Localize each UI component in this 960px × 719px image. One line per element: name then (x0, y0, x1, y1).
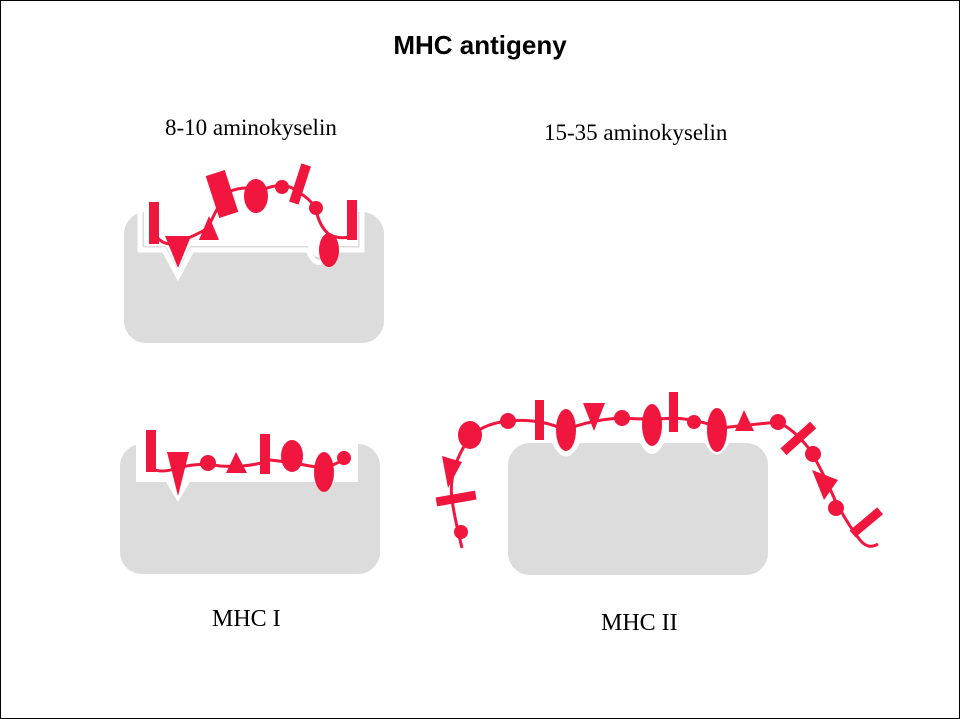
residue-down-triangle (165, 236, 191, 268)
residue-bead (337, 451, 351, 465)
residue-ellipse (707, 408, 727, 452)
residue-triangle (199, 216, 219, 240)
mhc-ii-group (435, 392, 884, 575)
residue-bar (669, 392, 678, 432)
peptide-length-label-mhc-i: 8-10 aminokyselin (165, 115, 337, 140)
peptide-mhc-i (146, 430, 351, 496)
peptide-length-label-mhc-ii: 15-35 aminokyselin (544, 120, 728, 145)
residue-ellipse (642, 404, 662, 446)
residue-bead (454, 525, 468, 539)
peptide-bulged (149, 163, 357, 268)
caption-mhc-ii: MHC II (601, 610, 678, 636)
residue-bar (149, 202, 159, 244)
residue-bar (146, 430, 156, 472)
residue-bead (687, 415, 701, 429)
residue-ellipse (314, 452, 334, 492)
residue-bead (309, 201, 323, 215)
mhc-ii-molecule (508, 443, 768, 575)
slide-title: MHC antigeny (393, 30, 567, 60)
residue-ellipse (281, 440, 303, 472)
residue-wedge (442, 456, 462, 488)
residue-ellipse (244, 179, 268, 213)
peptide-mhc-ii (435, 392, 884, 549)
residue-bead (805, 446, 821, 462)
residue-bead (275, 180, 289, 194)
residue-triangle (735, 410, 754, 431)
mhc-i-bulged-group (124, 163, 384, 343)
residue-bead (200, 455, 216, 471)
residue-wedge (812, 470, 838, 500)
residue-bar (260, 434, 270, 474)
residue-ellipse (556, 409, 576, 451)
residue-bar (435, 490, 477, 507)
residue-bead (500, 413, 516, 429)
residue-bar (289, 163, 311, 205)
residue-bead (770, 414, 786, 430)
mhc-i-group (120, 430, 380, 574)
residue-wedge (205, 169, 239, 219)
residue-down-triangle (583, 403, 605, 431)
residue-ellipse (458, 421, 482, 449)
residue-bar (535, 400, 544, 440)
mhc-ii-pocket (640, 443, 664, 454)
residue-bead (614, 410, 630, 426)
caption-mhc-i: MHC I (212, 606, 281, 632)
mhc-i-groove-top (144, 212, 358, 270)
residue-ellipse (319, 233, 339, 267)
residue-bar (849, 507, 884, 538)
residue-bead (828, 500, 844, 516)
residue-down-triangle (167, 452, 189, 496)
residue-bar (347, 200, 357, 240)
residue-bar (780, 421, 817, 456)
residue-triangle (226, 452, 247, 473)
